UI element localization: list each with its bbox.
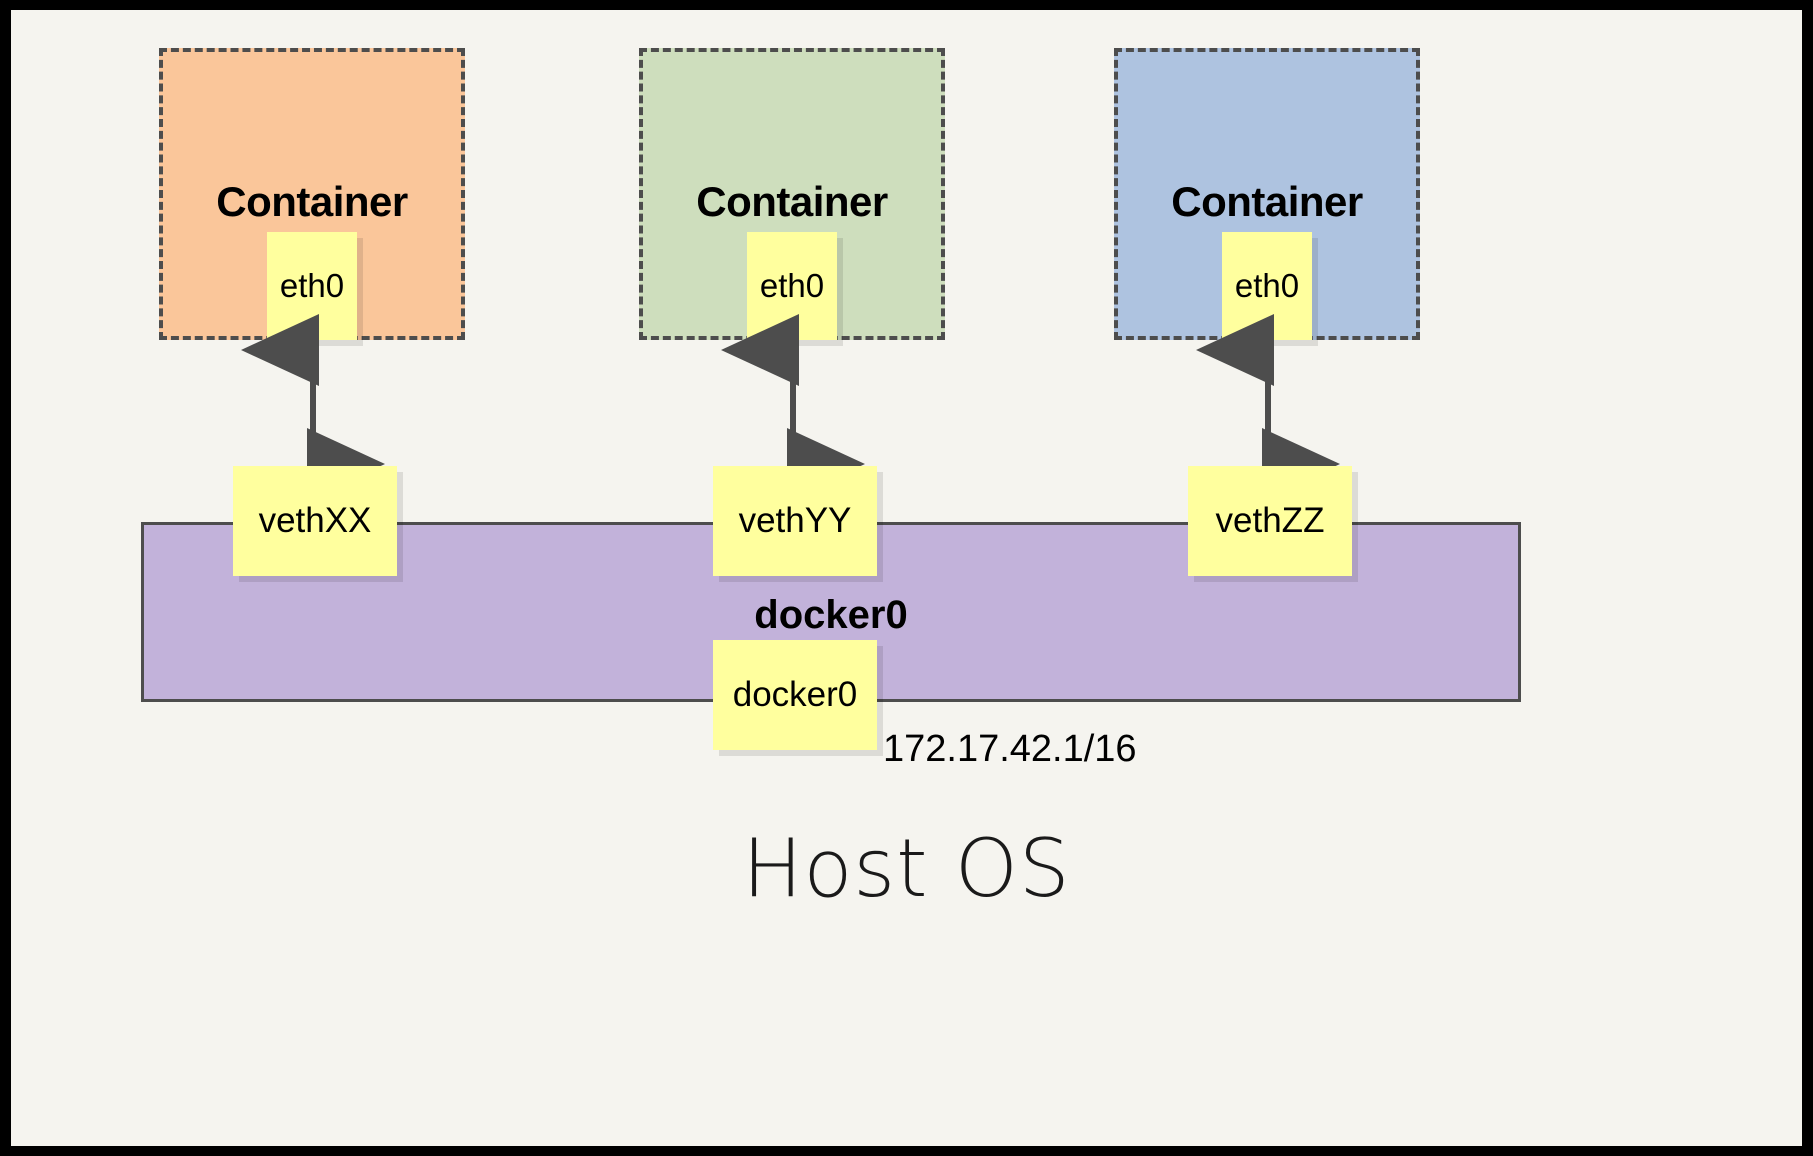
arrow-eth0-vethxx bbox=[241, 314, 385, 500]
eth0-box-green: eth0 bbox=[747, 232, 837, 340]
eth0-box-blue: eth0 bbox=[1222, 232, 1312, 340]
veth-box-zz: vethZZ bbox=[1188, 466, 1352, 576]
veth-label-zz: vethZZ bbox=[1215, 501, 1325, 540]
docker0-iface-box: docker0 bbox=[713, 640, 877, 750]
veth-box-xx: vethXX bbox=[233, 466, 397, 576]
docker0-bridge-label: docker0 bbox=[754, 593, 908, 637]
host-os-title: Host OS bbox=[742, 822, 1071, 915]
arrow-eth0-vethzz bbox=[1196, 314, 1340, 500]
docker0-iface-label: docker0 bbox=[732, 675, 858, 714]
diagram-stage: Container eth0 Container eth0 Container … bbox=[11, 10, 1802, 1146]
container-green-title: Container bbox=[696, 178, 888, 225]
arrow-eth0-vethyy bbox=[721, 314, 865, 500]
docker0-ip-label: 172.17.42.1/16 bbox=[883, 728, 1137, 770]
eth0-label-green: eth0 bbox=[759, 267, 825, 304]
veth-box-yy: vethYY bbox=[713, 466, 877, 576]
eth0-box-orange: eth0 bbox=[267, 232, 357, 340]
container-blue-title: Container bbox=[1171, 178, 1363, 225]
veth-label-xx: vethXX bbox=[258, 501, 372, 540]
veth-label-yy: vethYY bbox=[738, 501, 852, 540]
eth0-label-orange: eth0 bbox=[279, 267, 345, 304]
eth0-label-blue: eth0 bbox=[1234, 267, 1300, 304]
container-orange-title: Container bbox=[216, 178, 408, 225]
